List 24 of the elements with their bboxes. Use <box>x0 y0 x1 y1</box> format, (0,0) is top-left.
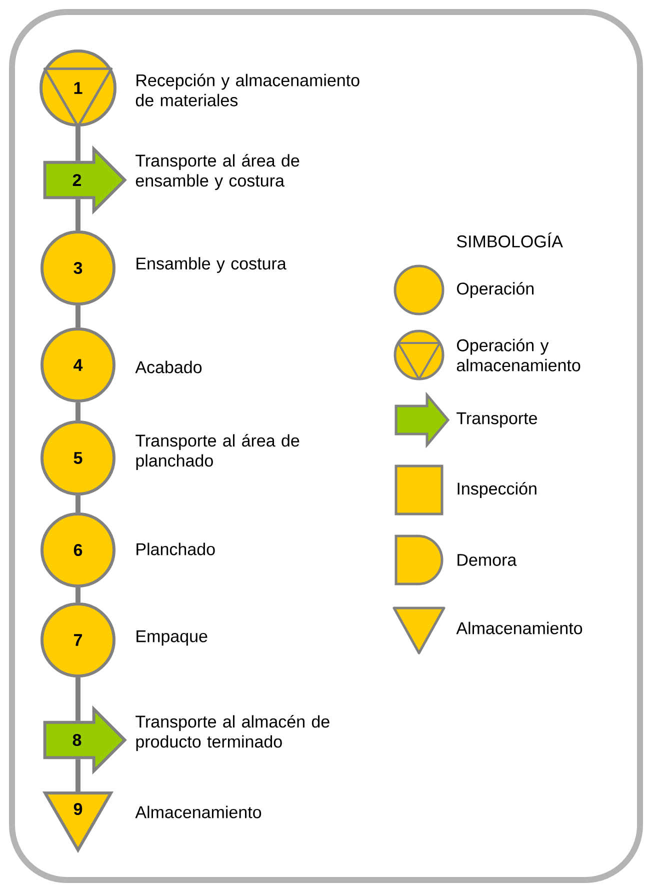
legend-text: Demora <box>458 554 517 566</box>
step-label: Transporte al almacén de producto terminado <box>136 714 330 752</box>
connector-line <box>76 199 80 230</box>
step-label: Planchado <box>136 542 215 556</box>
legend-text: Transporte <box>456 412 538 428</box>
step-label: Transporte al área de ensamble y costura <box>136 154 300 190</box>
connector-line <box>76 759 80 792</box>
connector-line <box>76 678 80 721</box>
connector-line <box>76 306 80 328</box>
step-label: Empaque <box>136 630 208 646</box>
legend-text: Operación <box>457 282 534 298</box>
legend-heading: SIMBOLOGÍA <box>456 232 563 248</box>
connector-line <box>76 126 80 161</box>
step-label: Almacenamiento <box>135 806 262 818</box>
connector-line <box>76 588 80 602</box>
step-label: Ensamble y costura <box>136 257 286 273</box>
legend-text: Inspección <box>458 482 536 498</box>
connector-line <box>76 402 80 420</box>
step-label: Recepción y almacenamiento de materiales <box>136 74 360 106</box>
legend-text: Operación y almacenamiento <box>456 338 580 372</box>
step-label: Transporte al área de planchado <box>136 434 300 470</box>
legend-text: Almacenamiento <box>456 622 582 634</box>
step-label: Acabado <box>135 360 202 374</box>
connector-line <box>76 496 80 512</box>
